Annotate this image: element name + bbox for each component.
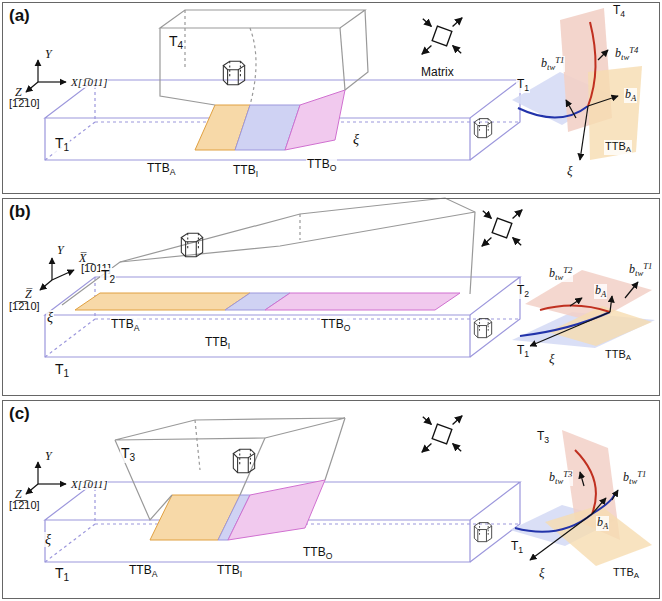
figure-label: bA <box>594 284 607 299</box>
figure-label: btwT1 <box>622 470 647 486</box>
figure-label: TTBI <box>204 336 231 351</box>
figure-label: TTBA <box>128 564 158 579</box>
figure-label: ξ <box>44 532 52 547</box>
figure-label: T2 <box>100 268 116 285</box>
figure-label: bA <box>624 88 637 103</box>
figure-label: T4 <box>168 34 184 51</box>
figure-label: T2 <box>516 284 530 299</box>
figure-label: ξ <box>352 132 360 147</box>
figure-label: TTBA <box>604 140 632 155</box>
figure-label: btwT3 <box>548 470 573 486</box>
figure-label: TTBI <box>216 564 243 579</box>
figure-label: Matrix <box>420 66 455 79</box>
figure-label: T3 <box>536 430 550 445</box>
figure-label: bA <box>596 516 609 531</box>
figure-label: T1 <box>516 78 530 93</box>
figure-label: TTBO <box>320 318 351 333</box>
panel-label: (a) <box>9 6 30 26</box>
figure-label: TTBO <box>306 158 337 173</box>
figure-label: btwT2 <box>548 266 573 282</box>
panel-label: (c) <box>9 404 30 424</box>
figure-label: TTBA <box>604 348 632 363</box>
figure-label: T1 <box>516 344 530 359</box>
figure-label: ξ <box>566 164 574 178</box>
figure-label: [1̅2̅10] <box>8 300 41 312</box>
figure-label: ξ <box>46 310 54 325</box>
figure-panel: (c) <box>2 400 660 599</box>
figure-label: T3 <box>120 446 136 463</box>
figure-label: X[1̅011] <box>70 76 108 88</box>
figure-label: Y <box>44 450 53 463</box>
figure-label: TTBA <box>146 162 176 177</box>
figure-label: T1 <box>510 540 524 555</box>
figure-label: TTBI <box>232 164 259 179</box>
figure-label: Y <box>56 244 65 257</box>
figure-label: [1̅2̅10] <box>8 97 41 109</box>
figure-label: btwT4 <box>614 46 639 62</box>
panel-label: (b) <box>9 202 31 222</box>
figure-label: T1 <box>54 566 70 583</box>
figure-panel: (b) <box>2 198 660 396</box>
figure-label: TTBA <box>110 318 140 333</box>
figure-label: btwT1 <box>628 262 653 278</box>
figure-label: [1̅2̅10] <box>8 499 41 511</box>
figure-label: TTBO <box>302 546 333 561</box>
figure-label: ξ <box>548 352 556 366</box>
figure-label: TTBA <box>612 566 640 581</box>
figure-label: T1 <box>54 136 70 153</box>
figure-label: Y <box>44 48 53 61</box>
figure-label: ξ <box>538 566 546 580</box>
figure-label: T1 <box>54 362 70 379</box>
figure-label: T4 <box>612 4 626 19</box>
figure-label: X[1̅011] <box>70 478 108 490</box>
figure-label: btwT1 <box>540 56 565 72</box>
